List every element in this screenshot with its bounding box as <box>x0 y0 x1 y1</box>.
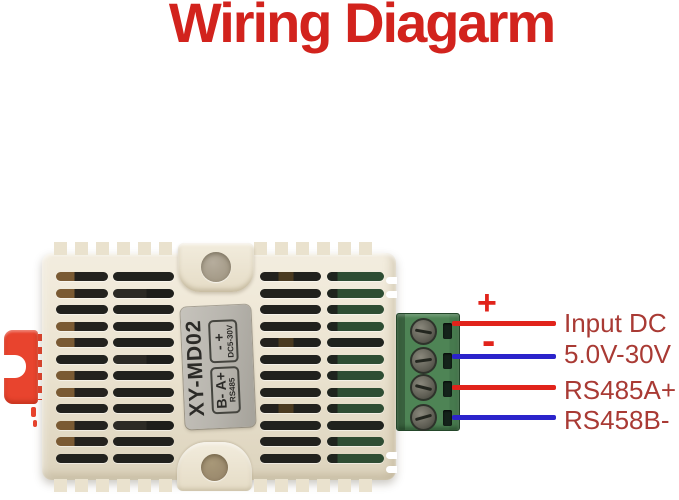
vent-slot <box>260 272 321 281</box>
pinout-cells: B- A+ RS485 - + DC5-30V <box>208 319 241 414</box>
terminal-label-input-dc: Input DC <box>564 308 667 338</box>
vent-column-1 <box>56 272 108 463</box>
vent-slot <box>113 371 174 381</box>
enclosure-teeth-top-right <box>254 242 378 255</box>
terminal-screw-4 <box>410 404 437 431</box>
vent-slot <box>260 354 321 364</box>
vent-slot <box>327 354 384 364</box>
screw-tab-bottom <box>177 442 252 491</box>
vent-slot <box>260 420 321 430</box>
vent-slot <box>327 420 384 430</box>
case-notch <box>386 466 397 473</box>
terminal-screw-3 <box>410 374 437 401</box>
terminal-screw-2 <box>410 347 437 374</box>
enclosure-teeth-top-left <box>54 242 178 255</box>
vent-slot <box>56 354 108 364</box>
power-pin-cell: - + DC5-30V <box>208 319 239 364</box>
wire-rs485-a <box>452 385 556 390</box>
terminal-block <box>396 313 460 431</box>
vent-column-3 <box>260 272 321 463</box>
wire-input-dc-positive <box>452 321 556 326</box>
vent-slot <box>327 437 384 447</box>
red-mounting-clip <box>4 330 45 404</box>
wire-entry-slot-3 <box>443 381 452 397</box>
vent-slot <box>113 420 174 430</box>
power-bus-text: DC5-30V <box>224 324 236 358</box>
polarity-minus-sign: - <box>482 319 496 363</box>
vent-slot <box>113 338 174 348</box>
vent-slot <box>56 272 108 281</box>
vent-slot <box>327 387 384 397</box>
vent-slot <box>327 453 384 463</box>
model-label-plate: XY-MD02 B- A+ RS485 - + DC5-30V <box>180 304 256 430</box>
terminal-label-rs485b: RS458B- <box>564 405 670 435</box>
vent-slot <box>260 387 321 397</box>
vent-column-2 <box>113 272 174 463</box>
wire-rs485-b <box>452 415 556 420</box>
clip-fragment <box>31 407 36 417</box>
vent-slot <box>260 338 321 348</box>
terminal-screw-1 <box>410 318 437 345</box>
vent-slot <box>56 453 108 463</box>
vent-slot <box>56 321 108 331</box>
vent-slot <box>260 288 321 298</box>
clip-fragment <box>33 420 37 427</box>
terminal-label-voltage-range: 5.0V-30V <box>564 339 671 369</box>
vent-slot <box>327 272 384 281</box>
mounting-hole-bottom <box>201 454 228 481</box>
vent-slot <box>56 338 108 348</box>
vent-slot <box>113 354 174 364</box>
wire-input-dc-negative <box>452 354 556 359</box>
vent-slot <box>260 305 321 315</box>
vent-slot <box>260 371 321 381</box>
wire-entry-slot-4 <box>443 410 452 426</box>
vent-slot <box>113 272 174 281</box>
enclosure-teeth-bottom-left <box>54 479 178 492</box>
vent-slot <box>113 404 174 414</box>
vent-slot <box>56 305 108 315</box>
page-title: Wiring Diagarm <box>168 0 556 54</box>
vent-slot <box>327 371 384 381</box>
wire-entry-slot-1 <box>443 323 452 339</box>
screw-tab-top <box>178 243 254 292</box>
vent-slot <box>327 338 384 348</box>
vent-slot <box>56 371 108 381</box>
vent-slot <box>327 404 384 414</box>
model-label-content: XY-MD02 B- A+ RS485 - + DC5-30V <box>180 305 255 430</box>
rs485-pin-cell: B- A+ RS485 <box>210 366 241 414</box>
vent-slot <box>56 420 108 430</box>
vent-slot <box>113 387 174 397</box>
vent-slot <box>327 305 384 315</box>
vent-slot <box>113 288 174 298</box>
vent-slot <box>113 305 174 315</box>
mounting-hole-top <box>201 252 231 282</box>
vent-slot <box>327 321 384 331</box>
vent-slot <box>56 288 108 298</box>
case-notch <box>386 277 397 284</box>
vent-slot <box>327 288 384 298</box>
enclosure-teeth-bottom-right <box>254 479 378 492</box>
vent-slot <box>260 321 321 331</box>
model-number: XY-MD02 <box>181 319 210 417</box>
vent-slot <box>56 437 108 447</box>
vent-slot <box>260 404 321 414</box>
vent-slot <box>113 437 174 447</box>
case-notch <box>386 452 397 459</box>
polarity-plus-sign: + <box>477 284 497 322</box>
vent-column-4 <box>327 272 384 463</box>
vent-slot <box>260 437 321 447</box>
wire-entry-slot-2 <box>443 353 452 369</box>
vent-slot <box>113 453 174 463</box>
terminal-label-rs485a: RS485A+ <box>564 375 677 405</box>
vent-slot <box>260 453 321 463</box>
vent-slot <box>56 387 108 397</box>
vent-slot <box>56 404 108 414</box>
case-notch <box>386 291 397 298</box>
vent-slot <box>113 321 174 331</box>
